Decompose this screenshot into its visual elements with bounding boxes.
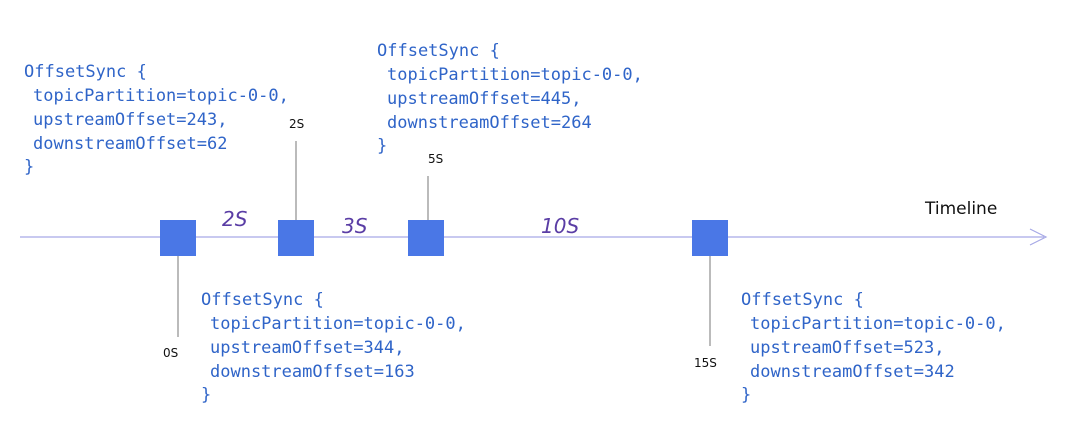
sync-3-open: OffsetSync { (741, 290, 864, 310)
timeline-label: Timeline (924, 199, 997, 219)
marker-2-time: 5S (428, 152, 443, 166)
offset-sync-block-1: OffsetSync { topicPartition=topic-0-0, u… (201, 290, 466, 405)
sync-1-topic: topicPartition=topic-0-0, (210, 314, 466, 334)
marker-3 (692, 220, 728, 256)
marker-0 (160, 220, 196, 256)
sync-3-downstream: downstreamOffset=342 (750, 362, 955, 382)
offset-sync-block-0: OffsetSync { topicPartition=topic-0-0, u… (24, 62, 289, 177)
sync-3-close: } (741, 385, 751, 405)
sync-3-upstream: upstreamOffset=523, (750, 338, 944, 358)
sync-3-topic: topicPartition=topic-0-0, (750, 314, 1006, 334)
marker-0-time: 0S (163, 346, 178, 360)
sync-0-topic: topicPartition=topic-0-0, (33, 86, 289, 106)
sync-2-downstream: downstreamOffset=264 (387, 113, 592, 133)
sync-2-open: OffsetSync { (377, 41, 500, 61)
sync-0-downstream: downstreamOffset=62 (33, 134, 227, 154)
sync-2-upstream: upstreamOffset=445, (387, 89, 581, 109)
sync-2-close: } (377, 136, 387, 156)
interval-1-label: 3S (342, 214, 368, 238)
sync-0-upstream: upstreamOffset=243, (33, 110, 227, 130)
interval-0-label: 2S (222, 207, 248, 231)
sync-2-topic: topicPartition=topic-0-0, (387, 65, 643, 85)
sync-1-upstream: upstreamOffset=344, (210, 338, 404, 358)
offset-sync-block-2: OffsetSync { topicPartition=topic-0-0, u… (377, 41, 643, 156)
sync-1-close: } (201, 385, 211, 405)
marker-1 (278, 220, 314, 256)
sync-1-open: OffsetSync { (201, 290, 324, 310)
interval-2-label: 10S (541, 214, 579, 238)
marker-1-time: 2S (289, 117, 304, 131)
timeline-arrowhead (1029, 228, 1048, 246)
sync-1-downstream: downstreamOffset=163 (210, 362, 415, 382)
marker-3-time: 15S (694, 356, 717, 370)
sync-0-close: } (24, 157, 34, 177)
sync-0-open: OffsetSync { (24, 62, 147, 82)
marker-2 (408, 220, 444, 256)
offset-sync-block-3: OffsetSync { topicPartition=topic-0-0, u… (741, 290, 1006, 405)
